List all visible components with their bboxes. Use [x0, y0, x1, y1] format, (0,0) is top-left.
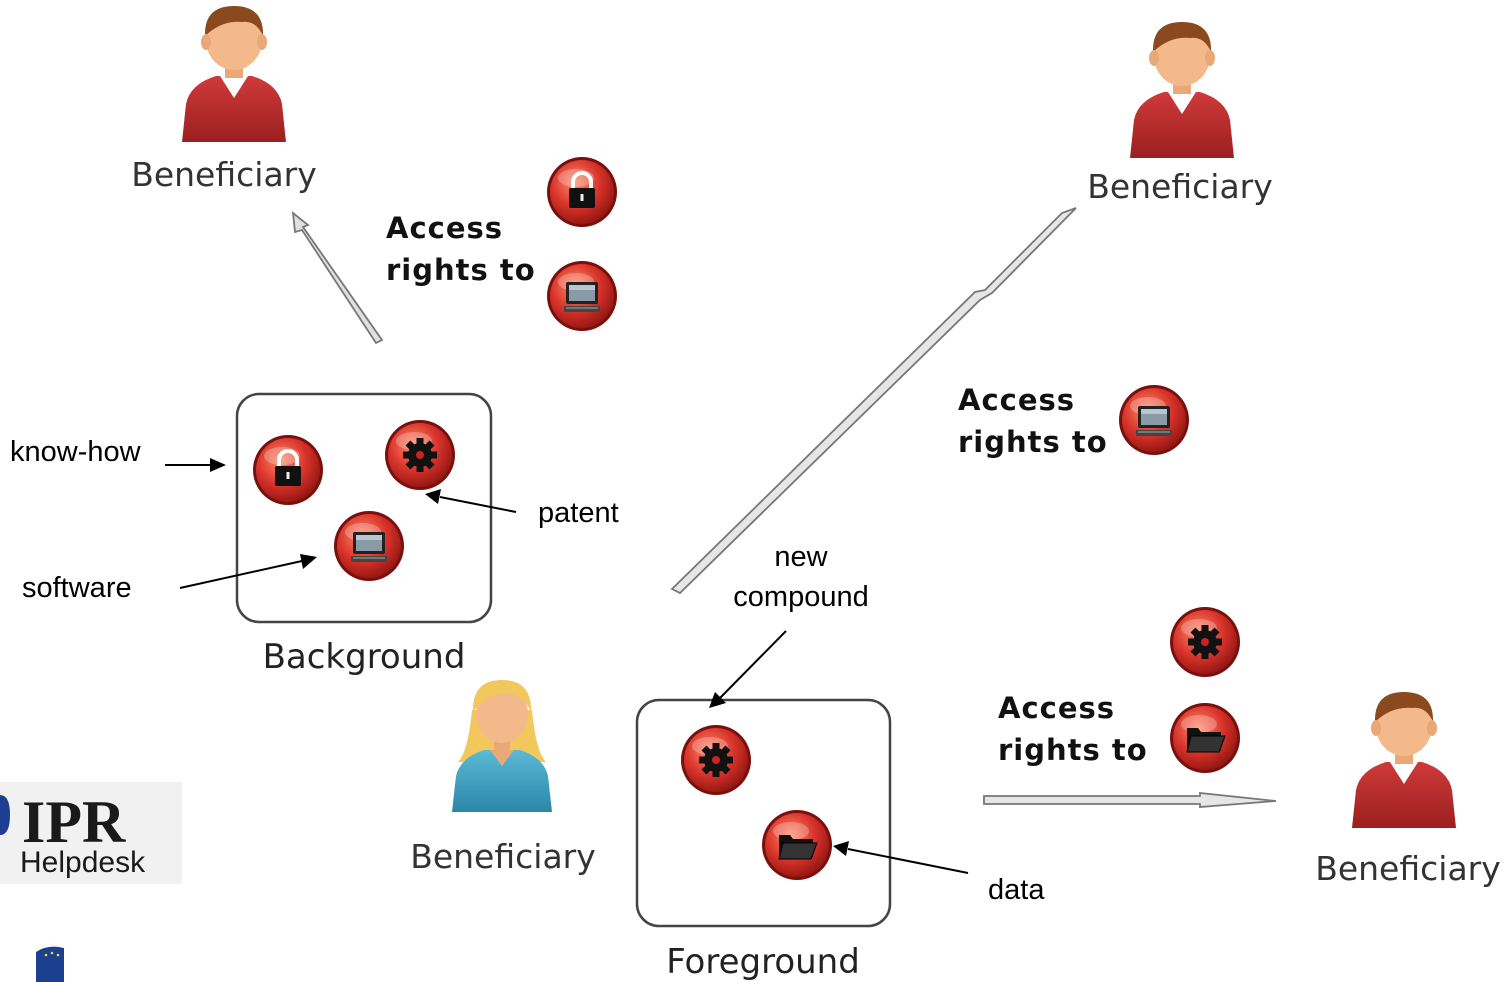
- access-rights-line1: Access: [958, 383, 1075, 417]
- access-rights-line1: Access: [386, 211, 503, 245]
- logo-title: IPR: [22, 789, 126, 855]
- padlock-icon: [253, 435, 323, 505]
- beneficiary-avatar-middle: [452, 680, 552, 812]
- gear-icon: [1170, 607, 1240, 677]
- beneficiary-avatar-top-left: [182, 6, 286, 142]
- eu-flag-icon: [36, 946, 64, 982]
- access-rights-group-top-right: Access rights to: [958, 383, 1189, 459]
- new-compound-label-line2: compound: [733, 581, 868, 613]
- gear-icon: [385, 420, 455, 490]
- gear-icon: [681, 725, 751, 795]
- folder-icon: [1170, 703, 1240, 773]
- know-how-pointer: [210, 458, 226, 472]
- beneficiary-avatar-bottom-right: [1352, 692, 1456, 828]
- logo-subtitle: Helpdesk: [20, 846, 146, 879]
- background-box: [235, 392, 493, 624]
- beneficiary-label-middle: Beneficiary: [410, 837, 596, 876]
- beneficiary-label-top-right: Beneficiary: [1087, 167, 1273, 206]
- beneficiary-label-top-left: Beneficiary: [131, 155, 317, 194]
- computer-icon: [547, 261, 617, 331]
- software-label: software: [22, 572, 132, 604]
- access-rights-line2: rights to: [958, 425, 1108, 459]
- ipr-helpdesk-logo: IPR Helpdesk: [0, 782, 182, 884]
- computer-icon: [1119, 385, 1189, 455]
- beneficiary-label-bottom-right: Beneficiary: [1315, 849, 1501, 888]
- new-compound-label-line1: new: [774, 541, 828, 573]
- arrow-foreground-to-beneficiary-bottom: [983, 792, 1277, 808]
- access-rights-group-bottom-right: Access rights to: [998, 607, 1240, 773]
- folder-icon: [762, 810, 832, 880]
- padlock-icon: [547, 157, 617, 227]
- foreground-box: [635, 698, 892, 928]
- data-pointer: [833, 841, 849, 856]
- background-label: Background: [263, 637, 466, 677]
- arrow-foreground-to-beneficiary-top: [670, 207, 1077, 595]
- access-rights-line1: Access: [998, 691, 1115, 725]
- arrow-background-to-beneficiary: [291, 210, 384, 345]
- access-rights-line2: rights to: [386, 253, 536, 287]
- beneficiary-avatar-top-right: [1130, 22, 1234, 158]
- logo-mark-icon: [0, 795, 10, 835]
- software-pointer: [300, 554, 317, 569]
- patent-label: patent: [538, 497, 619, 529]
- access-rights-group-top-left: Access rights to: [386, 157, 617, 331]
- computer-icon: [334, 511, 404, 581]
- access-rights-line2: rights to: [998, 733, 1148, 767]
- know-how-label: know-how: [10, 436, 142, 468]
- data-label: data: [988, 874, 1045, 906]
- new-compound-pointer: [709, 692, 726, 708]
- foreground-label: Foreground: [666, 942, 860, 982]
- patent-pointer: [425, 489, 441, 504]
